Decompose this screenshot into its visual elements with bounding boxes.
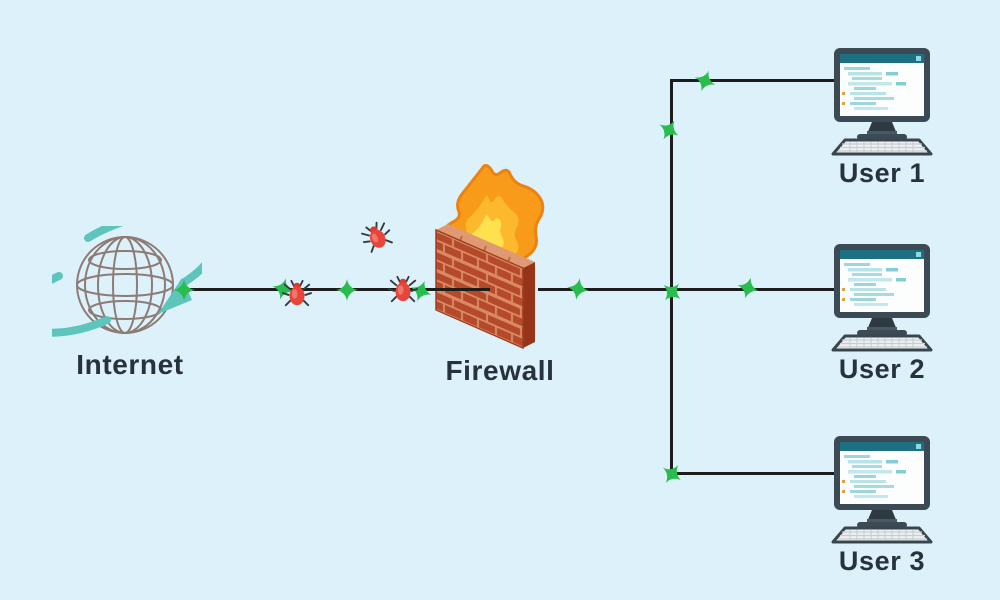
connection-line-firewall-user2 bbox=[538, 288, 836, 291]
firewall-brick-fire-icon bbox=[435, 164, 545, 350]
safe-packet-star-icon bbox=[735, 275, 762, 302]
user2-node: User 2 bbox=[828, 244, 936, 384]
user1-node: User 1 bbox=[828, 48, 936, 188]
internet-label: Internet bbox=[76, 349, 184, 380]
user3-node: User 3 bbox=[828, 436, 936, 576]
safe-packet-star-icon bbox=[657, 277, 688, 308]
malware-bug-icon bbox=[282, 279, 312, 309]
malware-bug-icon bbox=[357, 217, 397, 257]
safe-packet-star-icon bbox=[565, 276, 590, 301]
user3-label: User 3 bbox=[838, 546, 926, 576]
connection-line-branch-user3 bbox=[670, 472, 837, 475]
user1-label: User 1 bbox=[838, 158, 926, 188]
desktop-computer-icon bbox=[828, 244, 936, 352]
safe-packet-star-icon bbox=[657, 459, 688, 490]
connection-line-branch-user1 bbox=[670, 79, 840, 82]
desktop-computer-icon bbox=[828, 48, 936, 156]
connection-line-vertical-trunk bbox=[670, 79, 673, 476]
safe-packet-star-icon bbox=[173, 279, 195, 301]
safe-packet-star-icon bbox=[691, 67, 719, 95]
safe-packet-star-icon bbox=[336, 279, 358, 301]
firewall-label: Firewall bbox=[445, 355, 555, 386]
connection-line-internet-firewall bbox=[178, 288, 490, 291]
desktop-computer-icon bbox=[828, 436, 936, 544]
firewall-node bbox=[422, 162, 548, 362]
safe-packet-star-icon bbox=[654, 115, 684, 145]
user2-label: User 2 bbox=[838, 354, 926, 384]
malware-bug-icon bbox=[388, 275, 418, 305]
